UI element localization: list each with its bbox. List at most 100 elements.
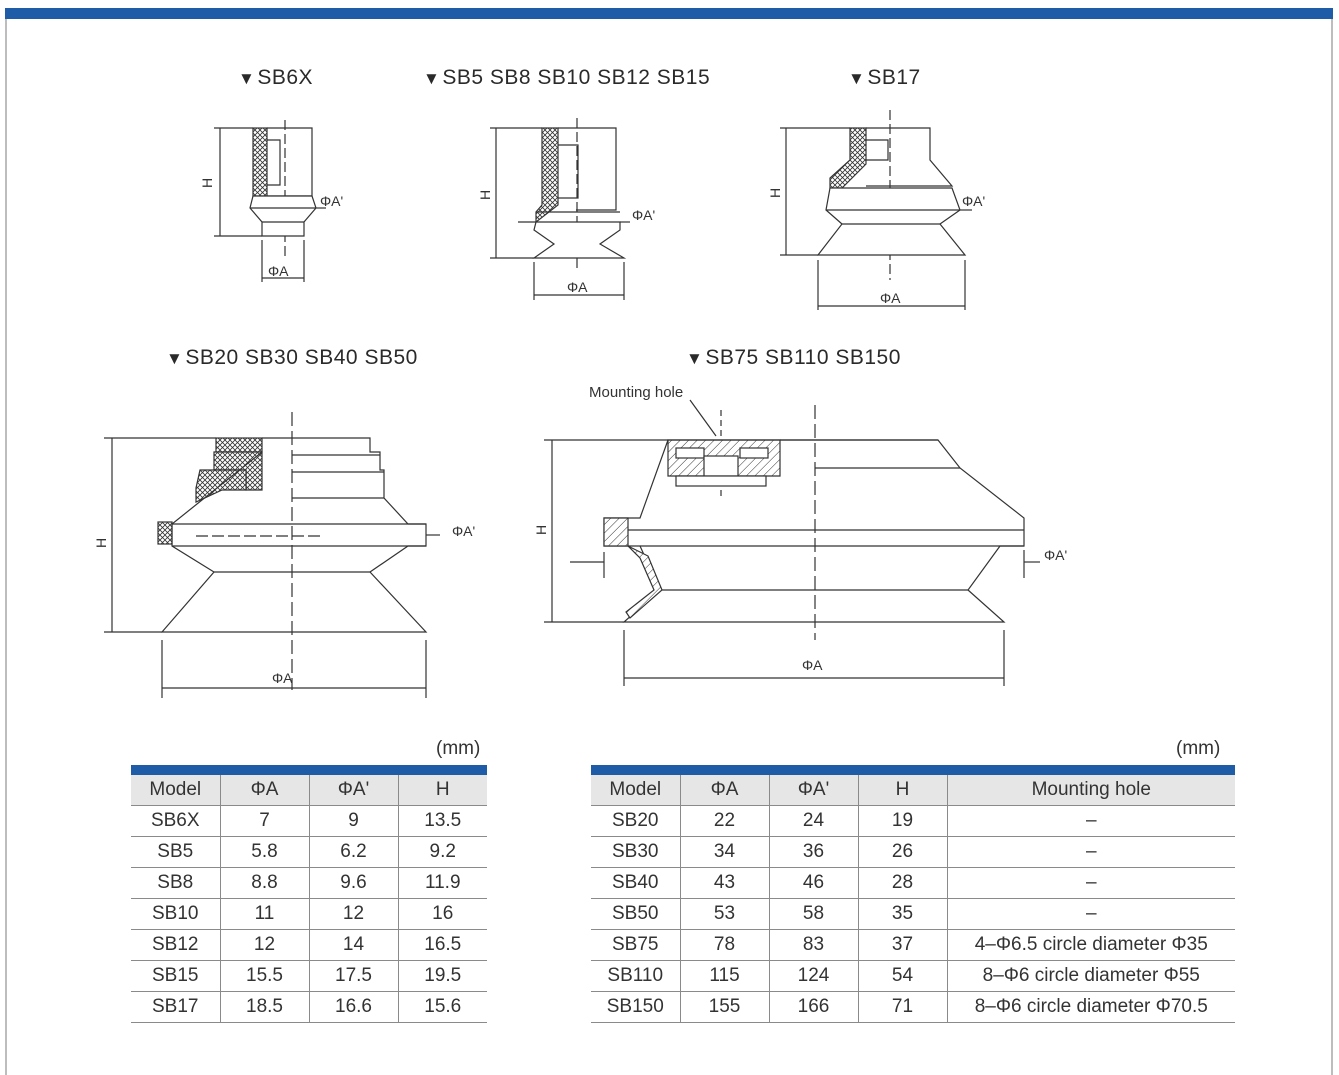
dim-a-label: ΦA (802, 657, 823, 673)
column-header: ΦA (219, 770, 309, 806)
figure-title-sb6x: ▼SB6X (238, 66, 314, 89)
page-frame (5, 8, 1333, 1075)
table-cell: 11.9 (397, 867, 487, 899)
table-cell: 16 (397, 898, 487, 930)
table-cell: 19 (857, 805, 947, 837)
table-cell: 7 (219, 805, 309, 837)
table-cell: SB12 (131, 929, 220, 961)
table-cell: 4–Φ6.5 circle diameter Φ35 (946, 929, 1235, 961)
table-cell: SB5 (131, 836, 220, 868)
column-header: H (857, 770, 947, 806)
table-header-row: Model ΦA ΦA' H (131, 770, 487, 806)
figure-title-sb75: ▼SB75 SB110 SB150 (686, 346, 901, 369)
table-cell: 26 (857, 836, 947, 868)
column-header: Mounting hole (946, 770, 1235, 806)
table-cell: 78 (679, 929, 769, 961)
figure-title-sb5: ▼SB5 SB8 SB10 SB12 SB15 (423, 66, 711, 89)
drawing-sb75 (544, 399, 1040, 686)
unit-label-right: (mm) (1176, 738, 1221, 759)
table-cell: 8–Φ6 circle diameter Φ55 (946, 960, 1235, 992)
column-header: Model (591, 770, 680, 806)
table-cell: 22 (679, 805, 769, 837)
table-cell: 14 (308, 929, 398, 961)
table-cell: SB8 (131, 867, 220, 899)
triangle-icon: ▼ (166, 349, 184, 368)
column-header: ΦA' (768, 770, 858, 806)
table-cell: SB30 (591, 836, 680, 868)
table-cell: SB17 (131, 991, 220, 1023)
dim-a-prime-label: ΦA' (320, 193, 343, 209)
table-cell: 24 (768, 805, 858, 837)
dim-h-label: H (767, 188, 783, 198)
table-cell: 124 (768, 960, 858, 992)
table-cell: 15.5 (219, 960, 309, 992)
table-cell: 19.5 (397, 960, 487, 992)
table-cell: 58 (768, 898, 858, 930)
table-cell: 9 (308, 805, 398, 837)
table-cell: 46 (768, 867, 858, 899)
drawing-sb5 (490, 118, 630, 300)
column-header: ΦA (679, 770, 769, 806)
table-cell: 11 (219, 898, 309, 930)
table-cell: 8.8 (219, 867, 309, 899)
table-cell: SB15 (131, 960, 220, 992)
table-cell: 17.5 (308, 960, 398, 992)
table-cell: 12 (219, 929, 309, 961)
table-cell: 36 (768, 836, 858, 868)
triangle-icon: ▼ (423, 69, 441, 88)
table-cell: SB20 (591, 805, 680, 837)
table-cell: – (946, 898, 1235, 930)
table-cell: 28 (857, 867, 947, 899)
table-cell: 18.5 (219, 991, 309, 1023)
column-header: Model (131, 770, 220, 806)
drawing-sb20 (104, 412, 440, 698)
figure-title-sb20: ▼SB20 SB30 SB40 SB50 (166, 346, 418, 369)
table-cell: SB150 (591, 991, 680, 1023)
unit-label-left: (mm) (436, 738, 481, 759)
drawing-sb17 (780, 110, 972, 310)
table-cell: 16.5 (397, 929, 487, 961)
column-header: ΦA' (308, 770, 398, 806)
table-cell: 12 (308, 898, 398, 930)
triangle-icon: ▼ (238, 69, 256, 88)
table-cell: 37 (857, 929, 947, 961)
drawing-sb6x (214, 120, 326, 282)
dim-h-label: H (199, 178, 215, 188)
triangle-icon: ▼ (686, 349, 704, 368)
figure-title-sb17: ▼SB17 (848, 66, 921, 89)
table-header-row: Model ΦA ΦA' H Mounting hole (591, 770, 1235, 806)
dim-a-prime-label: ΦA' (1044, 547, 1067, 563)
table-cell: 9.2 (397, 836, 487, 868)
table-cell: 115 (679, 960, 769, 992)
table-cell: 15.6 (397, 991, 487, 1023)
table-cell: SB50 (591, 898, 680, 930)
table-cell: 166 (768, 991, 858, 1023)
table-cell: 155 (679, 991, 769, 1023)
table-cell: 83 (768, 929, 858, 961)
table-cell: 71 (857, 991, 947, 1023)
table-cell: 43 (679, 867, 769, 899)
table-cell: 8–Φ6 circle diameter Φ70.5 (946, 991, 1235, 1023)
table-cell: 5.8 (219, 836, 309, 868)
dim-a-prime-label: ΦA' (962, 193, 985, 209)
table-cell: SB75 (591, 929, 680, 961)
dim-a-label: ΦA (880, 290, 901, 306)
table-cell: SB6X (131, 805, 220, 837)
table-cell: 53 (679, 898, 769, 930)
table-cell: 6.2 (308, 836, 398, 868)
triangle-icon: ▼ (848, 69, 866, 88)
